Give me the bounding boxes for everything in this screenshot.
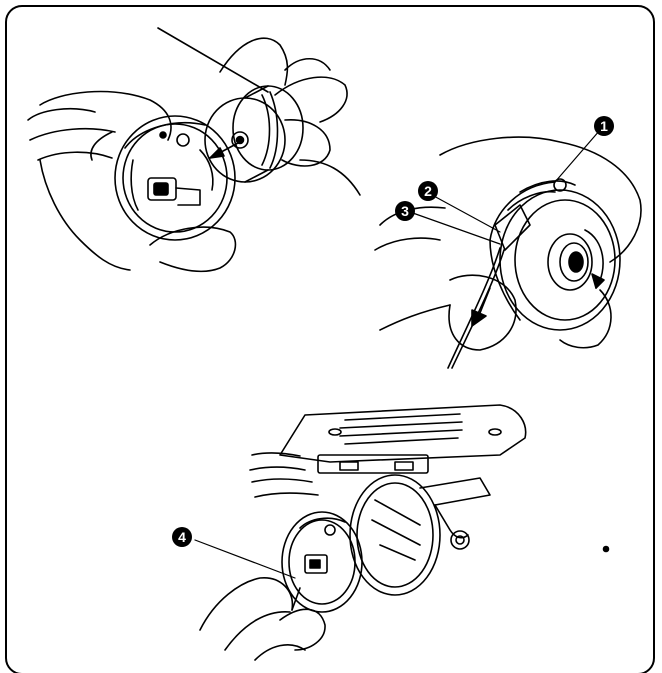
callout-3-number: 3 [401,203,409,219]
callout-1-number: 1 [600,118,608,134]
illustration-border [6,6,654,673]
callout-1: 1 [594,116,614,136]
panel-install-hook [195,405,609,660]
callout-2-number: 2 [424,183,432,199]
callout-4-number: 4 [178,529,186,545]
callout-3: 3 [395,201,415,221]
callout-2: 2 [418,181,438,201]
callout-4: 4 [172,527,192,547]
panel-insert-bobbin [28,28,360,271]
panel-thread-slot [375,130,641,368]
